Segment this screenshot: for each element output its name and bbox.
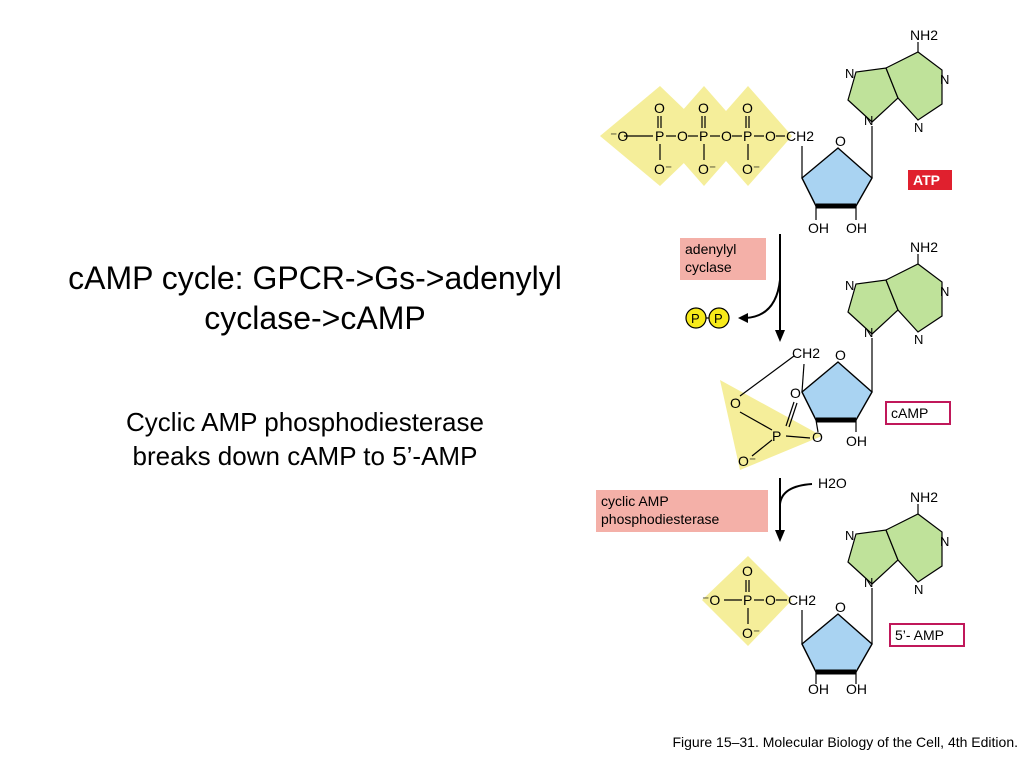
atp-o-bridge-3: O bbox=[765, 128, 776, 144]
atp-o-bottom-1: O⁻ bbox=[654, 161, 672, 177]
pde-label-line1: cyclic AMP bbox=[601, 493, 669, 509]
amp-n3: N bbox=[914, 582, 923, 597]
pp-label-left: P bbox=[691, 311, 700, 326]
amp-oh-2: OH bbox=[846, 681, 867, 697]
camp-ch2: CH2 bbox=[792, 345, 820, 361]
atp-o-bridge-2: O bbox=[721, 128, 732, 144]
atp-o-bridge-1: O bbox=[677, 128, 688, 144]
atp-n3: N bbox=[914, 120, 923, 135]
atp-ribose-ring bbox=[801, 147, 873, 207]
amp-o-bridge: O bbox=[765, 592, 776, 608]
atp-o-bottom-3: O⁻ bbox=[742, 161, 760, 177]
camp-n9: N bbox=[864, 325, 873, 340]
cyclase-label-line2: cyclase bbox=[685, 259, 732, 275]
amp-ch2: CH2 bbox=[788, 592, 816, 608]
camp-ribose-ring bbox=[801, 361, 873, 421]
amp-n9: N bbox=[864, 575, 873, 590]
amp-label-box bbox=[889, 623, 965, 647]
title-line-1: cAMP cycle: GPCR->Gs->adenylyl bbox=[68, 260, 562, 296]
atp-amine: NH2 bbox=[910, 28, 938, 43]
amp-adenine-imidazole bbox=[847, 529, 899, 585]
atp-p-3: P bbox=[743, 128, 752, 144]
atp-label: ATP bbox=[913, 172, 940, 188]
camp-phosphate-triangle bbox=[720, 380, 822, 470]
amp-ring-oxygen: O bbox=[835, 599, 846, 615]
atp-o-top-1: O bbox=[654, 100, 665, 116]
camp-o-double: O bbox=[790, 385, 801, 401]
atp-p-1: P bbox=[655, 128, 664, 144]
camp-molecule: O O P O O⁻ CH2 O OH N N N N NH2 bbox=[720, 239, 951, 470]
amp-o-top: O bbox=[742, 563, 753, 579]
camp-label: cAMP bbox=[891, 405, 928, 421]
water-input-arrow bbox=[779, 483, 813, 505]
camp-adenine-pyrimidine bbox=[885, 263, 943, 333]
camp-oh: OH bbox=[846, 433, 867, 449]
slide-title: cAMP cycle: GPCR->Gs->adenylyl cyclase->… bbox=[0, 258, 630, 338]
body-line-1: Cyclic AMP phosphodiesterase bbox=[126, 407, 484, 437]
camp-n1: N bbox=[940, 284, 949, 299]
camp-n7: N bbox=[845, 278, 854, 293]
figure-caption: Figure 15–31. Molecular Biology of the C… bbox=[672, 734, 1018, 750]
amp-o-bottom: O⁻ bbox=[742, 625, 760, 641]
amp-label: 5’- AMP bbox=[895, 627, 944, 643]
pp-label-right: P bbox=[714, 311, 723, 326]
camp-label-box bbox=[885, 401, 951, 425]
atp-adenine-pyrimidine bbox=[885, 51, 943, 121]
cyclase-label-line1: adenylyl bbox=[685, 241, 736, 257]
atp-ch2: CH2 bbox=[786, 128, 814, 144]
atp-o-top-3: O bbox=[742, 100, 753, 116]
amp-n1: N bbox=[940, 534, 949, 549]
amp-ribose-ring bbox=[801, 613, 873, 673]
amp-molecule: O ⁻O P O O⁻ CH2 O OH OH N N N N NH2 bbox=[702, 489, 965, 697]
phosphodiesterase-box bbox=[596, 490, 768, 532]
body-line-2: breaks down cAMP to 5’-AMP bbox=[132, 441, 478, 471]
camp-amine: NH2 bbox=[910, 239, 938, 255]
atp-o-top-2: O bbox=[698, 100, 709, 116]
amp-phosphate-diamond bbox=[702, 556, 792, 646]
cyclase-step: adenylyl cyclase P P bbox=[680, 234, 785, 342]
camp-o-bridge-left: O bbox=[730, 395, 741, 411]
camp-o-bridge-right: O bbox=[812, 429, 823, 445]
pde-label-line2: phosphodiesterase bbox=[601, 511, 720, 527]
atp-o-bottom-2: O⁻ bbox=[698, 161, 716, 177]
phosphate-diamond-3 bbox=[704, 86, 792, 186]
phosphodiesterase-step: cyclic AMP phosphodiesterase H2O bbox=[596, 475, 847, 542]
atp-n7: N bbox=[845, 66, 854, 81]
camp-o-anion: O⁻ bbox=[738, 453, 756, 469]
amp-amine: NH2 bbox=[910, 489, 938, 505]
atp-adenine-imidazole bbox=[847, 67, 899, 123]
adenylyl-cyclase-box bbox=[680, 238, 766, 280]
camp-n3: N bbox=[914, 332, 923, 347]
title-line-2: cyclase->cAMP bbox=[204, 300, 426, 336]
amp-n7: N bbox=[845, 528, 854, 543]
camp-ring-oxygen: O bbox=[835, 347, 846, 363]
atp-anion-oxygen: ⁻O bbox=[610, 128, 628, 144]
atp-n1: N bbox=[940, 72, 949, 87]
atp-n9: N bbox=[864, 113, 873, 128]
atp-ring-oxygen: O bbox=[835, 133, 846, 149]
camp-cycle-figure: ⁻O O O O P O P O P O O⁻ O⁻ O⁻ CH2 bbox=[596, 28, 965, 697]
atp-oh-1: OH bbox=[808, 220, 829, 236]
water-label: H2O bbox=[818, 475, 847, 491]
camp-p: P bbox=[772, 428, 781, 444]
amp-p: P bbox=[743, 592, 752, 608]
pyrophosphate-release-arrow bbox=[745, 279, 781, 319]
atp-label-box bbox=[908, 170, 952, 190]
amp-oh-1: OH bbox=[808, 681, 829, 697]
camp-adenine-imidazole bbox=[847, 279, 899, 335]
amp-anion-oxygen: ⁻O bbox=[702, 592, 720, 608]
slide-body-text: Cyclic AMP phosphodiesterase breaks down… bbox=[0, 405, 610, 473]
amp-adenine-pyrimidine bbox=[885, 513, 943, 583]
atp-oh-2: OH bbox=[846, 220, 867, 236]
atp-molecule: ⁻O O O O P O P O P O O⁻ O⁻ O⁻ CH2 bbox=[600, 28, 952, 236]
atp-p-2: P bbox=[699, 128, 708, 144]
